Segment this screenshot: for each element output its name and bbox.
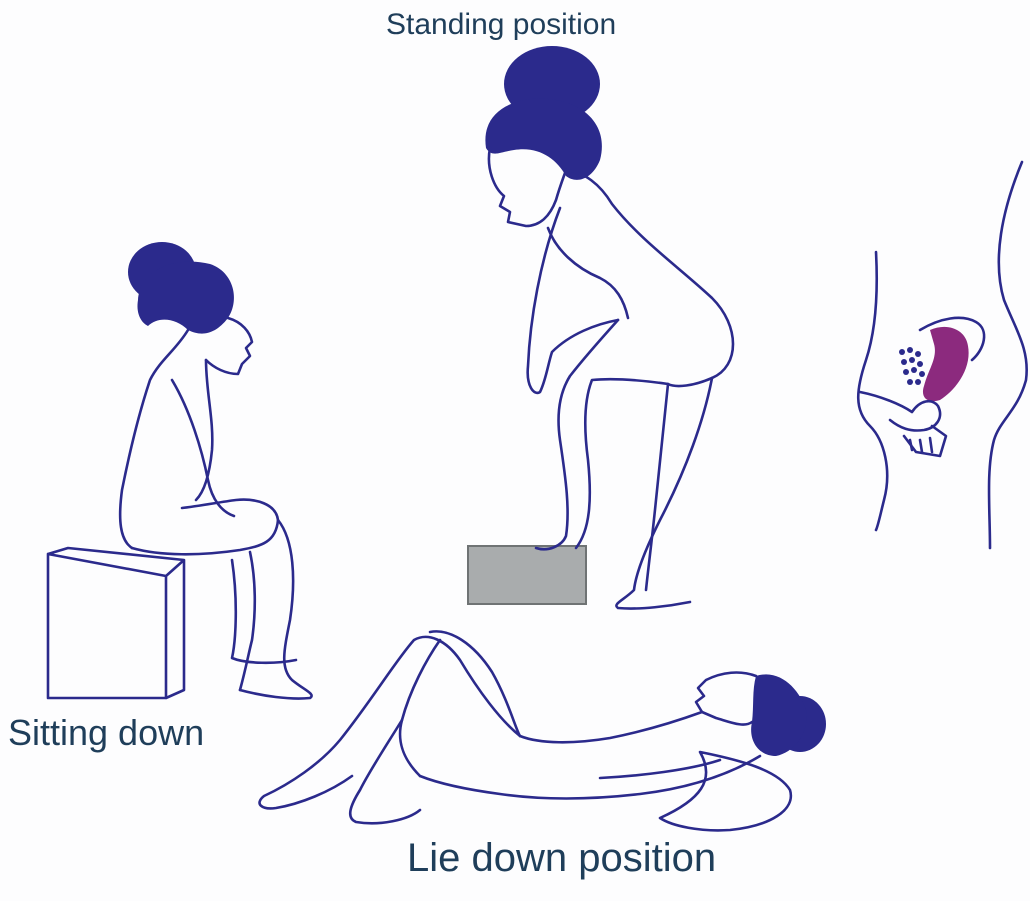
sitting-down-label: Sitting down — [8, 712, 204, 754]
foot-block — [468, 546, 586, 604]
bowel-dots — [899, 347, 925, 385]
pillow — [660, 752, 791, 830]
standing-position-label: Standing position — [386, 8, 616, 42]
menstrual-cup-icon — [923, 327, 969, 401]
stool — [48, 548, 184, 698]
insertion-diagram — [858, 162, 1026, 548]
standing-figure — [468, 46, 733, 609]
lying-figure — [260, 631, 826, 830]
body-outline-back — [989, 162, 1027, 548]
lie-down-position-label: Lie down position — [407, 836, 716, 881]
sitting-figure — [48, 242, 312, 699]
body-outline-front — [858, 252, 887, 530]
